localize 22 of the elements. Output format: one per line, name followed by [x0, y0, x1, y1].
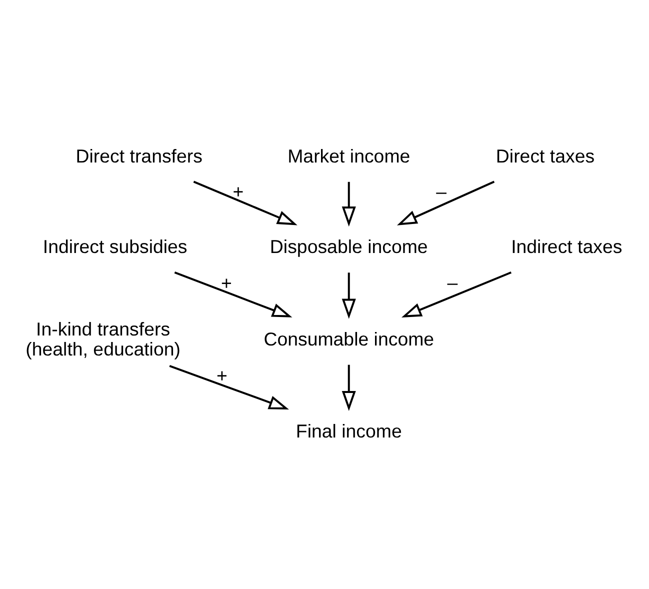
arrow [342, 181, 356, 226]
node-text: Market income [288, 144, 410, 166]
node-text: Consumable income [264, 328, 434, 349]
arrow [342, 364, 356, 411]
edge-label: + [220, 272, 232, 293]
arrow [174, 270, 292, 317]
arrow [402, 270, 512, 317]
arrow [396, 180, 495, 225]
edge-label: + [216, 364, 228, 386]
node-text: Final income [296, 420, 402, 442]
node-text: Indirect taxes [511, 236, 622, 257]
node-text: Indirect subsidies [42, 236, 188, 257]
edge-label: – [447, 272, 458, 293]
node-text: Disposable income [270, 236, 428, 257]
arrow [342, 272, 356, 318]
edge-label: + [232, 180, 244, 202]
node-text: In-kind transfers (health, education) [26, 318, 180, 359]
node-text: Direct transfers [76, 144, 202, 166]
arrow [169, 364, 289, 409]
node-text: Direct taxes [496, 144, 595, 166]
arrow [193, 180, 298, 225]
edge-label: – [436, 180, 447, 202]
